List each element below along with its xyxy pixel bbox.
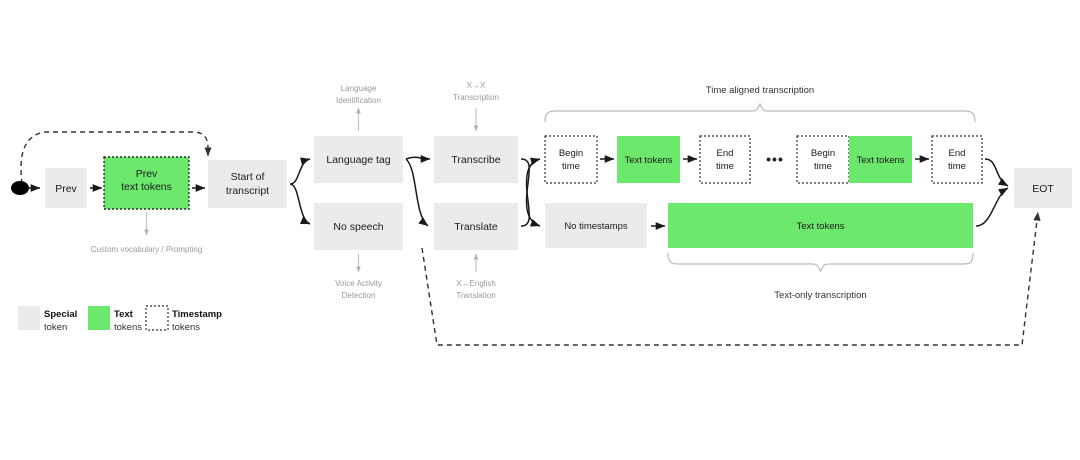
legend-swatch-special — [18, 306, 40, 330]
node-text-tokens-2-label: Text tokens — [856, 155, 904, 166]
node-no-speech-label: No speech — [333, 221, 383, 233]
node-prev-text-tokens — [103, 156, 190, 210]
node-eot — [1014, 168, 1072, 208]
prev-context-loop-arrow — [20, 131, 212, 185]
node-start-of-transcript-label-line2: transcript — [226, 185, 269, 197]
legend-label-text-bold: Text — [114, 309, 134, 320]
node-no-timestamps — [545, 203, 647, 248]
node-begin-time-2 — [796, 135, 850, 184]
node-translate-label: Translate — [454, 221, 498, 233]
annotation-x-to-x-line2: Transcription — [453, 93, 499, 102]
node-text-tokens-1-label: Text tokens — [624, 155, 672, 166]
annotation-custom-vocabulary: Custom vocabulary / Prompting — [91, 245, 203, 254]
node-text-tokens-long-label: Text tokens — [796, 221, 844, 232]
arrow-transcribe-to-no-timestamps — [520, 158, 541, 227]
arrow-transcript-to-language-tag — [289, 157, 311, 185]
arrow-language-tag-to-translate — [405, 158, 429, 227]
node-end-time-2 — [931, 135, 983, 184]
node-prev — [45, 168, 87, 208]
brace-text-only-label: Text-only transcription — [774, 290, 866, 301]
node-language-tag-label: Language tag — [326, 154, 390, 166]
annotation-x-to-english-line2: Translation — [456, 291, 495, 300]
arrow-translate-to-begin-time — [520, 157, 541, 227]
node-no-timestamps-label: No timestamps — [564, 221, 628, 232]
legend-label-special-bold: Special — [44, 309, 77, 320]
annotation-voice-activity-line1: Voice Activity — [335, 279, 382, 288]
node-translate — [434, 203, 518, 250]
node-eot-label: EOT — [1032, 183, 1054, 195]
node-start-of-transcript-label-line1: Start of — [231, 171, 265, 183]
legend-swatch-timestamp — [145, 305, 169, 331]
node-text-tokens-long — [668, 203, 973, 248]
node-transcribe — [434, 136, 518, 183]
brace-time-aligned — [544, 102, 976, 123]
annotation-voice-activity-line2: Detection — [342, 291, 376, 300]
legend-label-special-normal: token — [44, 322, 67, 333]
node-end-time-2-label-line1: End — [949, 148, 966, 159]
node-end-time-1-label-line1: End — [717, 148, 734, 159]
annotation-x-to-x-line1: X→X — [467, 81, 486, 90]
node-language-tag — [314, 136, 403, 183]
start-dot — [11, 181, 29, 195]
node-text-tokens-2 — [849, 136, 912, 183]
arrow-end-time-2-to-eot — [984, 158, 1009, 187]
node-text-tokens-1 — [617, 136, 680, 183]
node-start-of-transcript — [208, 160, 287, 208]
node-begin-time-2-label-line1: Begin — [811, 148, 835, 159]
brace-time-aligned-label: Time aligned transcription — [706, 85, 814, 96]
node-end-time-1 — [699, 135, 751, 184]
annotation-x-to-english-line1: X→English — [456, 279, 496, 288]
arrow-language-tag-to-transcribe — [405, 155, 431, 163]
node-begin-time-1 — [544, 135, 598, 184]
node-begin-time-1-label-line2: time — [562, 161, 580, 172]
node-end-time-1-label-line2: time — [716, 161, 734, 172]
node-transcribe-label: Transcribe — [451, 154, 500, 166]
eot-feedback-loop-arrow — [421, 211, 1041, 346]
sequence-ellipsis: ••• — [766, 151, 784, 167]
node-prev-text-tokens-label-line1: Prev — [136, 168, 158, 180]
arrow-text-long-to-eot — [975, 187, 1009, 227]
annotation-language-identification-line2: Identification — [336, 96, 381, 105]
brace-text-only — [667, 252, 974, 273]
legend-label-timestamp-normal: tokens — [172, 322, 200, 333]
node-prev-label: Prev — [55, 183, 77, 195]
legend-swatch-text — [88, 306, 110, 330]
arrow-transcript-to-no-speech — [289, 183, 311, 225]
node-begin-time-1-label-line1: Begin — [559, 148, 583, 159]
legend-label-timestamp-bold: Timestamp — [172, 309, 222, 320]
legend-label-text-normal: tokens — [114, 322, 142, 333]
node-no-speech — [314, 203, 403, 250]
node-begin-time-2-label-line2: time — [814, 161, 832, 172]
node-prev-text-tokens-label-line2: text tokens — [121, 181, 172, 193]
annotation-language-identification-line1: Language — [341, 84, 377, 93]
node-end-time-2-label-line2: time — [948, 161, 966, 172]
